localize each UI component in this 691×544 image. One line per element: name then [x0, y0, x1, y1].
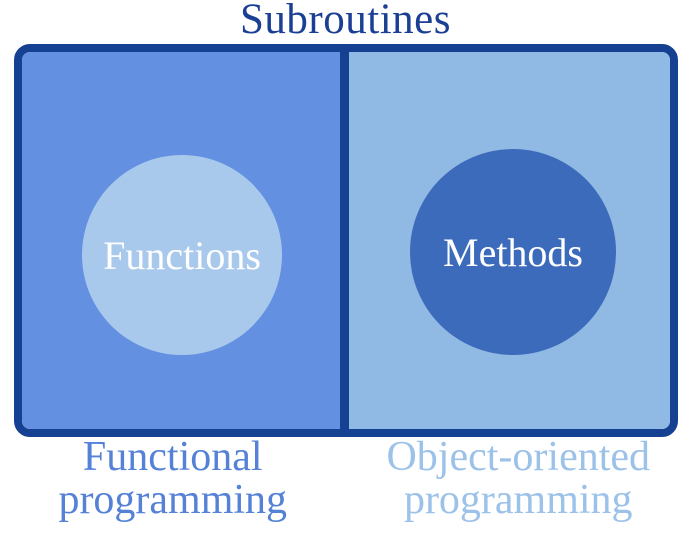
- page-title: Subroutines: [240, 0, 451, 43]
- venn-frame: Functions Methods: [14, 44, 678, 437]
- object-oriented-programming-caption: Object-oriented programming: [386, 434, 651, 523]
- methods-circle: Methods: [410, 149, 616, 355]
- functions-circle: Functions: [82, 155, 282, 355]
- region-captions: Functional programming Object-oriented p…: [0, 436, 691, 522]
- region-divider: [340, 52, 349, 429]
- functions-circle-label: Functions: [103, 232, 261, 278]
- functional-programming-caption: Functional programming: [58, 434, 288, 523]
- methods-circle-label: Methods: [443, 229, 583, 275]
